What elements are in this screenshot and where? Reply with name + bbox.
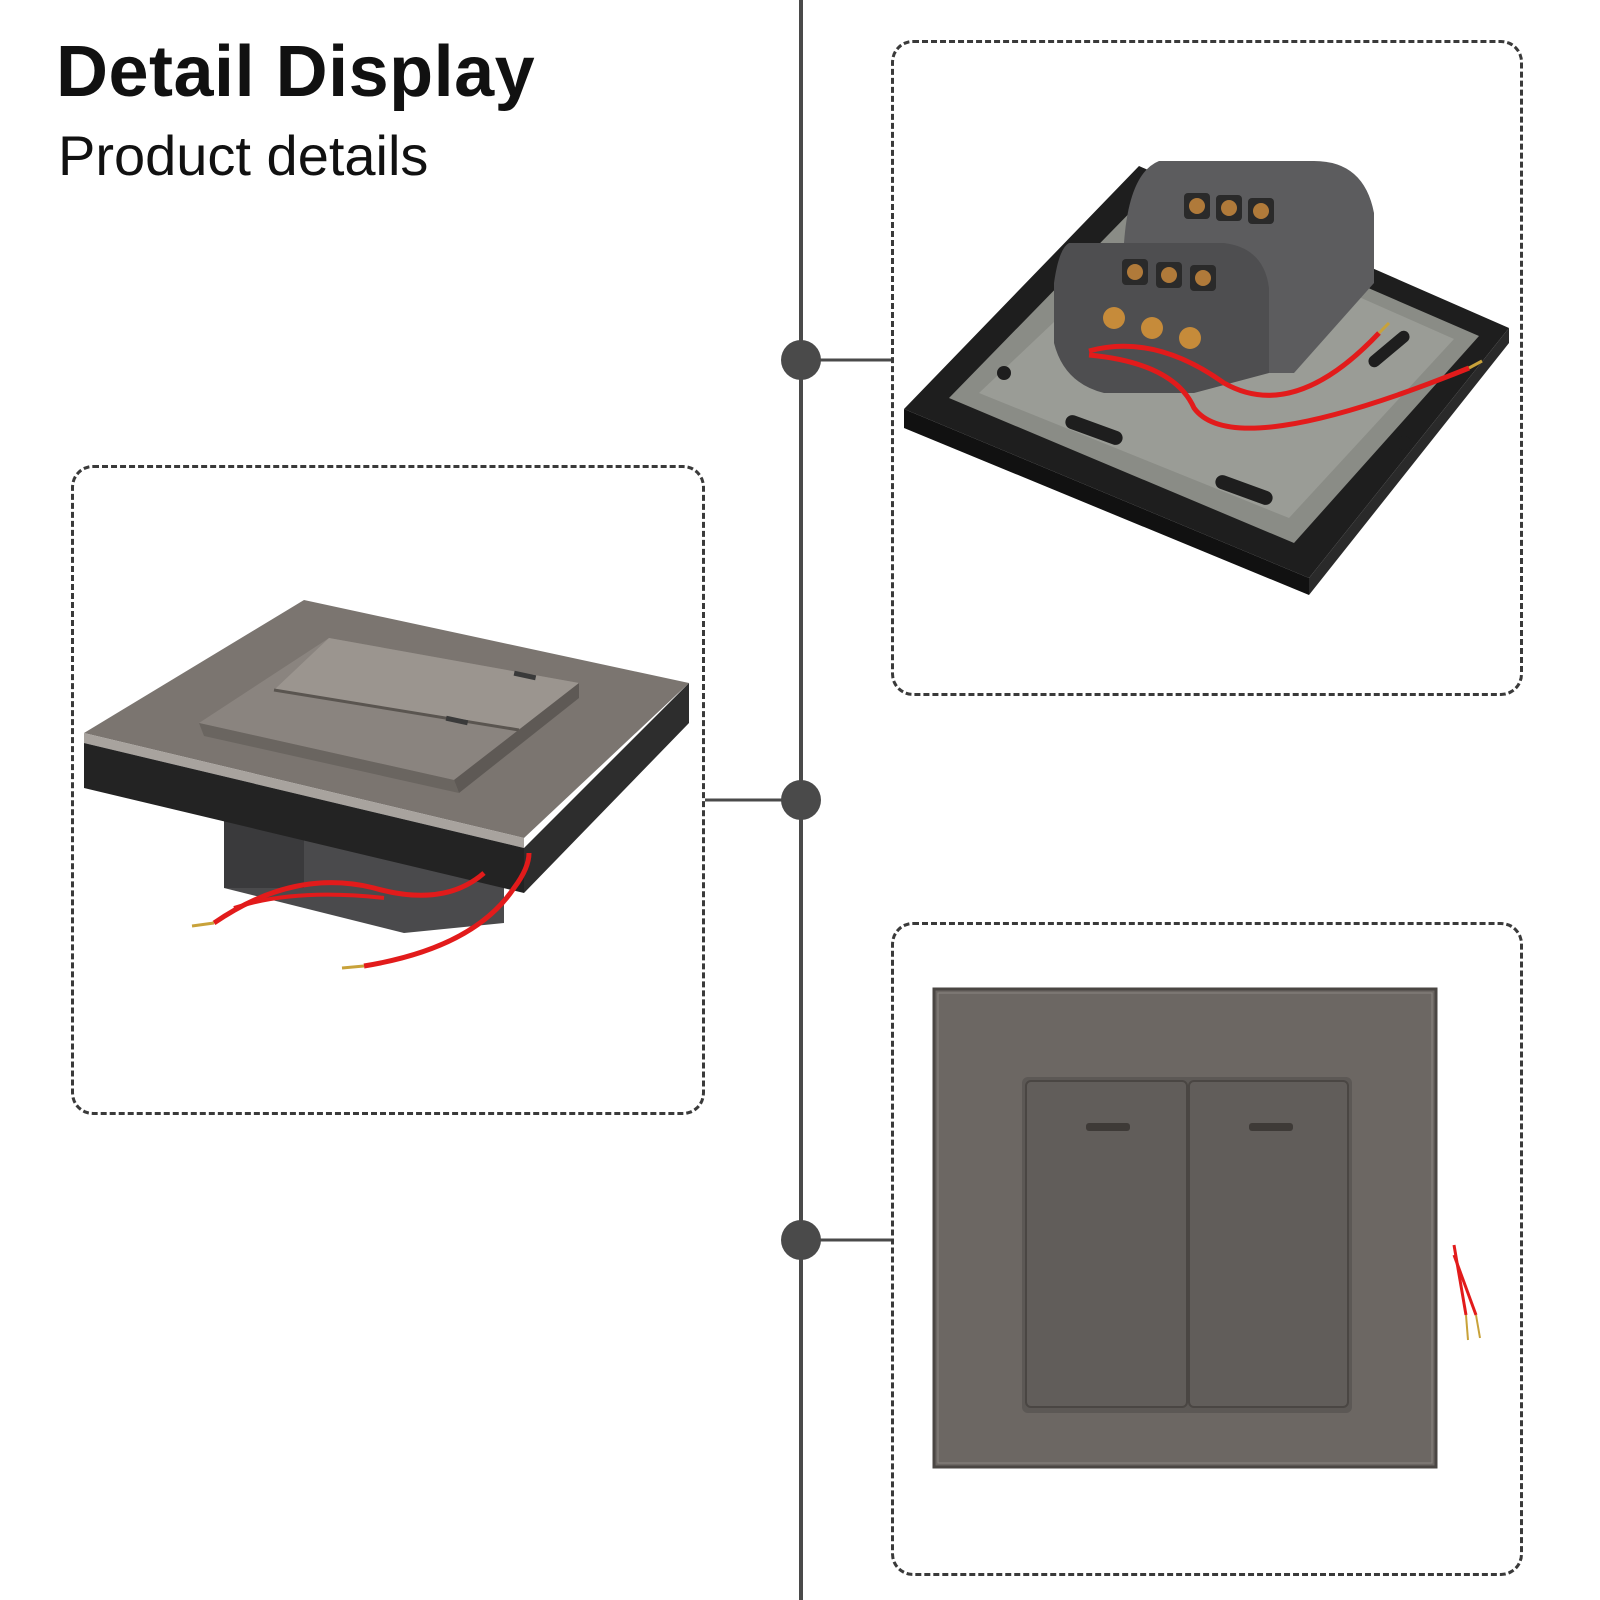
detail-panel-back-view — [891, 40, 1523, 696]
page-title: Detail Display — [56, 32, 536, 112]
detail-panel-angled-view — [71, 465, 705, 1115]
timeline-dot-2 — [781, 780, 821, 820]
detail-panel-front-view — [891, 922, 1523, 1576]
page-subtitle: Product details — [58, 124, 429, 187]
timeline-dot-1 — [781, 340, 821, 380]
switch-back-image — [904, 161, 1509, 595]
timeline-dot-3 — [781, 1220, 821, 1260]
switch-front-image — [932, 987, 1481, 1469]
switch-angled-image — [84, 600, 689, 970]
